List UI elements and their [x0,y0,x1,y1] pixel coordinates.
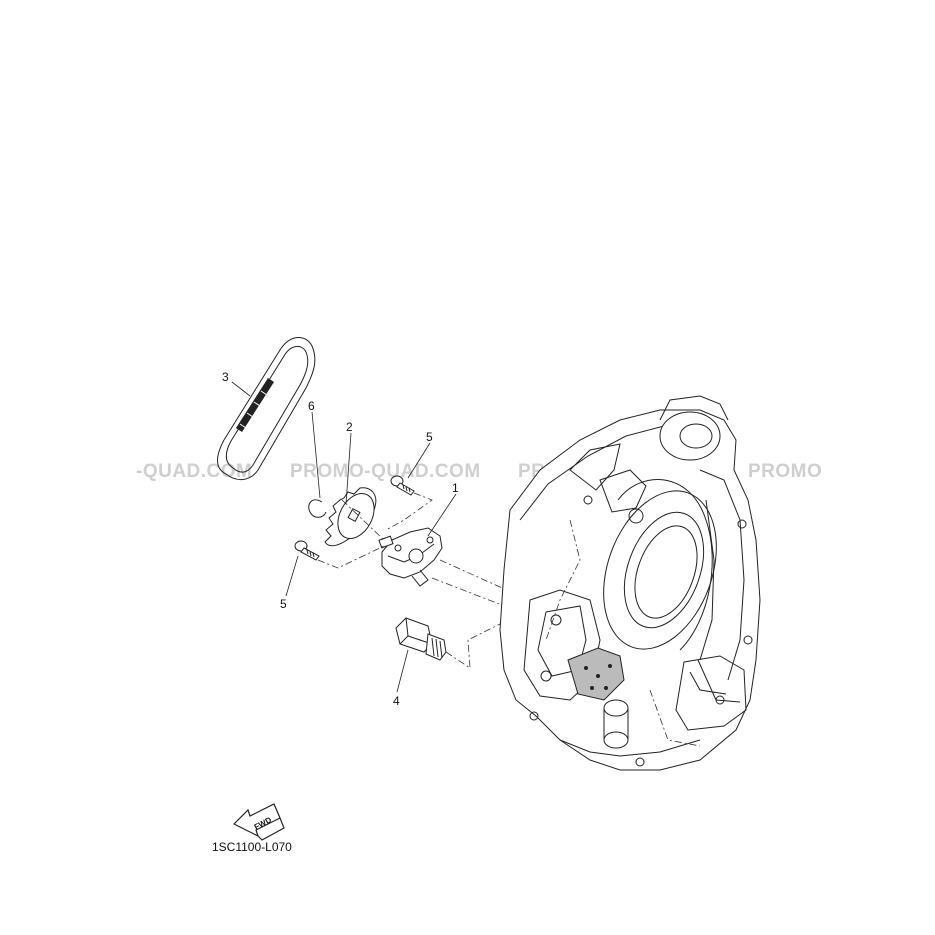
circlip [308,499,327,518]
bolt-lower [294,540,320,561]
callout-4: 4 [393,694,400,708]
watermark-1: -QUAD.COM [136,461,252,482]
crankcase-housing [499,395,761,771]
diagram-code: 1SC1100-L070 [212,840,292,854]
watermark-4: PROMO [748,461,822,482]
callout-5-lower: 5 [280,597,287,611]
callout-2: 2 [346,420,353,434]
callout-5-upper: 5 [426,430,433,444]
fwd-arrow-icon: FWD [232,803,285,841]
leader-lines [231,381,457,693]
oil-pump-assembly [378,527,443,587]
callout-labels: 1 2 3 4 5 5 6 [222,370,459,708]
callout-3: 3 [222,370,229,384]
drive-chain [217,337,316,480]
callout-6: 6 [308,399,315,413]
drive-gear [324,487,377,547]
strainer-plug [395,617,447,661]
watermark-2: PROMO-QUAD.COM [290,461,481,482]
callout-1: 1 [452,481,459,495]
bolt-upper [390,475,415,496]
